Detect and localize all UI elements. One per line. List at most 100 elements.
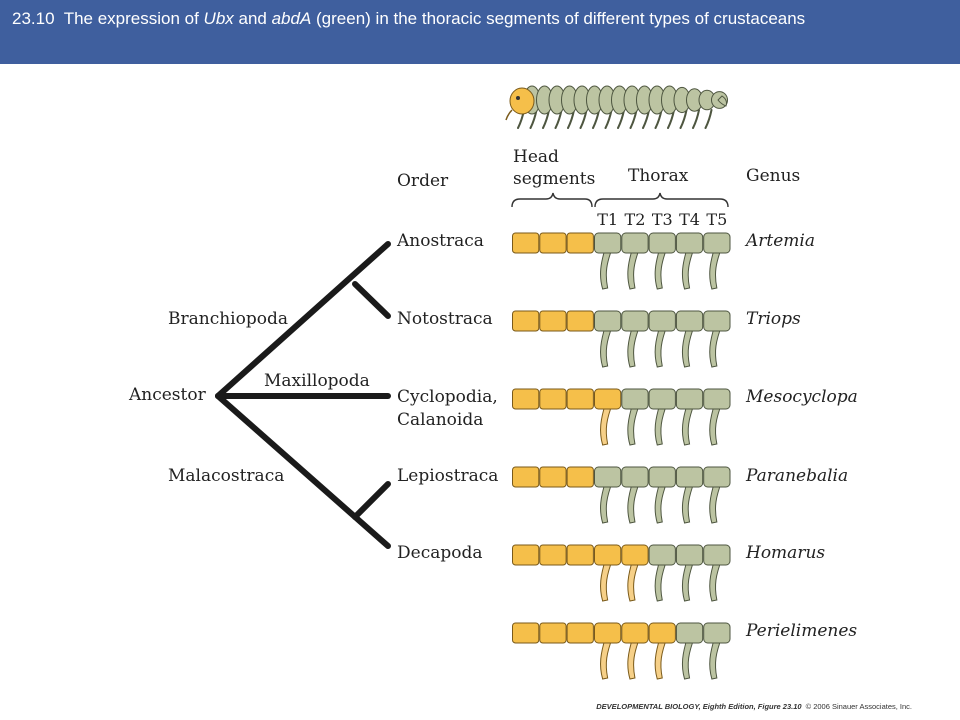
thoracic-segment-green xyxy=(621,388,649,410)
head-segment xyxy=(566,466,594,488)
thoracic-limb-green xyxy=(681,636,696,680)
thoracic-limb-green xyxy=(681,324,696,368)
thoracic-segment-green xyxy=(648,310,676,332)
caption-text-before: The expression of xyxy=(63,9,204,28)
creature-head xyxy=(509,87,535,115)
ancestor-label: Ancestor xyxy=(128,385,207,405)
order-label-anostraca: Anostraca xyxy=(396,231,484,251)
thoracic-limb-green xyxy=(627,480,641,524)
caption-text-middle: and xyxy=(233,9,272,28)
segment-row xyxy=(512,232,731,290)
head-segment xyxy=(539,622,567,644)
thoracic-segment-green xyxy=(648,232,676,254)
thoracic-segment-green xyxy=(648,466,676,488)
segment-row xyxy=(512,544,731,602)
thoracic-limb-green xyxy=(709,480,723,524)
clade-label-maxillopoda: Maxillopoda xyxy=(264,371,370,391)
segment-row xyxy=(512,466,731,524)
creature-leg xyxy=(679,109,688,129)
thoracic-segment-yellow xyxy=(594,622,622,644)
thoracic-limb-green xyxy=(709,402,723,446)
thoracic-segment-green xyxy=(703,310,731,332)
thoracic-limb-green xyxy=(654,558,668,602)
thoracic-segment-yellow xyxy=(648,622,676,644)
head-segments-header-line2: segments xyxy=(513,169,595,189)
thoracic-limb-green xyxy=(654,246,668,290)
thoracic-segment-green xyxy=(594,232,622,254)
head-segment xyxy=(539,310,567,332)
thoracic-segment-green xyxy=(675,622,704,644)
order-column-header: Order xyxy=(397,171,449,191)
creature-antenna xyxy=(505,109,513,121)
thoracic-segment-green xyxy=(675,466,704,488)
thoracic-label-t4: T4 xyxy=(679,210,700,229)
thoracic-limb-green xyxy=(627,324,641,368)
segment-rows xyxy=(512,232,731,680)
thoracic-label-t5: T5 xyxy=(706,210,727,229)
thoracic-segment-green xyxy=(648,544,676,566)
thoracic-limb-green xyxy=(709,324,723,368)
head-segments-brace xyxy=(511,192,593,208)
thoracic-limb-green xyxy=(627,402,641,446)
thoracic-label-t3: T3 xyxy=(652,210,673,229)
segment-row xyxy=(512,622,731,680)
thoracic-segment-yellow xyxy=(594,544,622,566)
phylogenetic-tree xyxy=(215,241,391,549)
thoracic-segment-green xyxy=(621,232,649,254)
head-segment xyxy=(539,388,567,410)
order-label-notostraca: Notostraca xyxy=(397,309,493,329)
tree-branch-branchiopoda xyxy=(215,241,391,399)
thoracic-segment-green xyxy=(675,388,704,410)
thoracic-limb-green xyxy=(709,558,723,602)
thoracic-segment-green xyxy=(675,310,704,332)
head-segment xyxy=(539,232,567,254)
head-segment xyxy=(539,544,567,566)
head-segment xyxy=(512,232,540,254)
tree-branch-lepiostraca xyxy=(352,481,391,520)
caption-gene-abda: abdA xyxy=(271,9,312,28)
thoracic-limb-green xyxy=(600,324,614,368)
thoracic-limb-green xyxy=(600,246,614,290)
order-label-cyclopodia: Cyclopodia, xyxy=(397,387,498,407)
order-label-lepiostraca: Lepiostraca xyxy=(397,466,498,486)
genus-label-paranebalia: Paranebalia xyxy=(745,466,848,486)
genus-label-artemia: Artemia xyxy=(744,231,815,251)
thoracic-limb-yellow xyxy=(600,402,614,446)
thoracic-segment-green xyxy=(675,544,704,566)
tree-branch-notostraca xyxy=(352,281,391,319)
head-segment xyxy=(566,232,594,254)
thoracic-segment-green xyxy=(594,310,622,332)
segment-row xyxy=(512,310,731,368)
thoracic-limb-green xyxy=(681,480,696,524)
segment-row xyxy=(512,388,731,446)
thoracic-segment-green xyxy=(703,232,731,254)
caption-gene-ubx: Ubx xyxy=(203,9,234,28)
caption-text: 23.10 The expression of Ubx and abdA (gr… xyxy=(12,8,948,29)
tree-branch-malacostraca xyxy=(215,393,391,549)
credit-book: DEVELOPMENTAL BIOLOGY, Eighth Edition, F… xyxy=(596,702,802,711)
thoracic-segment-green xyxy=(648,388,676,410)
thoracic-limb-green xyxy=(681,246,696,290)
thoracic-segment-green xyxy=(621,310,649,332)
head-segment xyxy=(512,310,540,332)
head-segment xyxy=(512,388,540,410)
genus-label-triops: Triops xyxy=(746,309,801,329)
crustacean-illustration xyxy=(505,85,728,129)
thoracic-limb-yellow xyxy=(600,558,614,602)
creature-leg xyxy=(692,109,700,129)
thoracic-limb-green xyxy=(681,558,696,602)
thoracic-label-t2: T2 xyxy=(625,210,646,229)
order-label-calanoida: Calanoida xyxy=(397,410,483,430)
genus-label-mesocyclopa: Mesocyclopa xyxy=(745,387,858,407)
figure-credit: DEVELOPMENTAL BIOLOGY, Eighth Edition, F… xyxy=(596,702,912,711)
thoracic-limb-yellow xyxy=(627,636,641,680)
thoracic-segment-green xyxy=(703,388,731,410)
head-segment xyxy=(512,622,540,644)
thoracic-limb-green xyxy=(709,246,723,290)
thoracic-limb-green xyxy=(600,480,614,524)
thoracic-limb-yellow xyxy=(654,636,668,680)
credit-copyright: © 2006 Sinauer Associates, Inc. xyxy=(806,702,912,711)
creature-tail xyxy=(717,95,727,107)
order-label-decapoda: Decapoda xyxy=(397,543,482,563)
